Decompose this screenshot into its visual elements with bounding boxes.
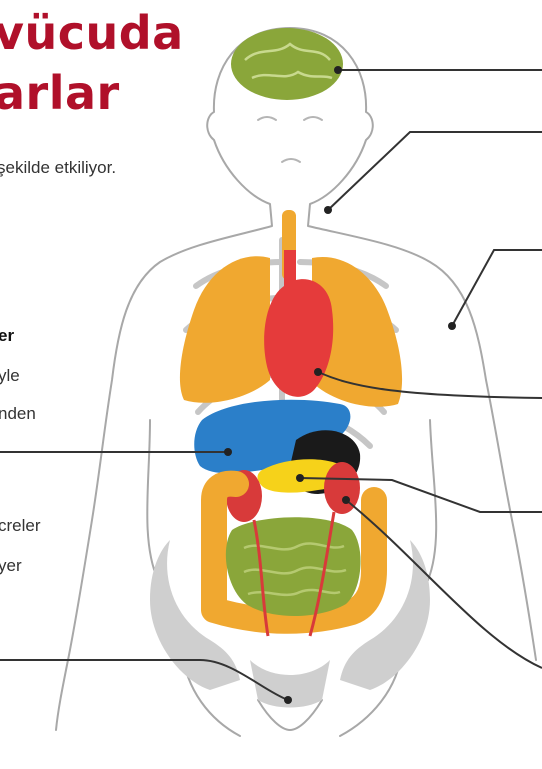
callout-line-uterus (0, 660, 288, 700)
small-intestine (226, 517, 361, 616)
face (258, 117, 322, 162)
brain (231, 28, 343, 100)
callout-line-neck (328, 132, 542, 210)
callout-line-breast (452, 250, 542, 326)
